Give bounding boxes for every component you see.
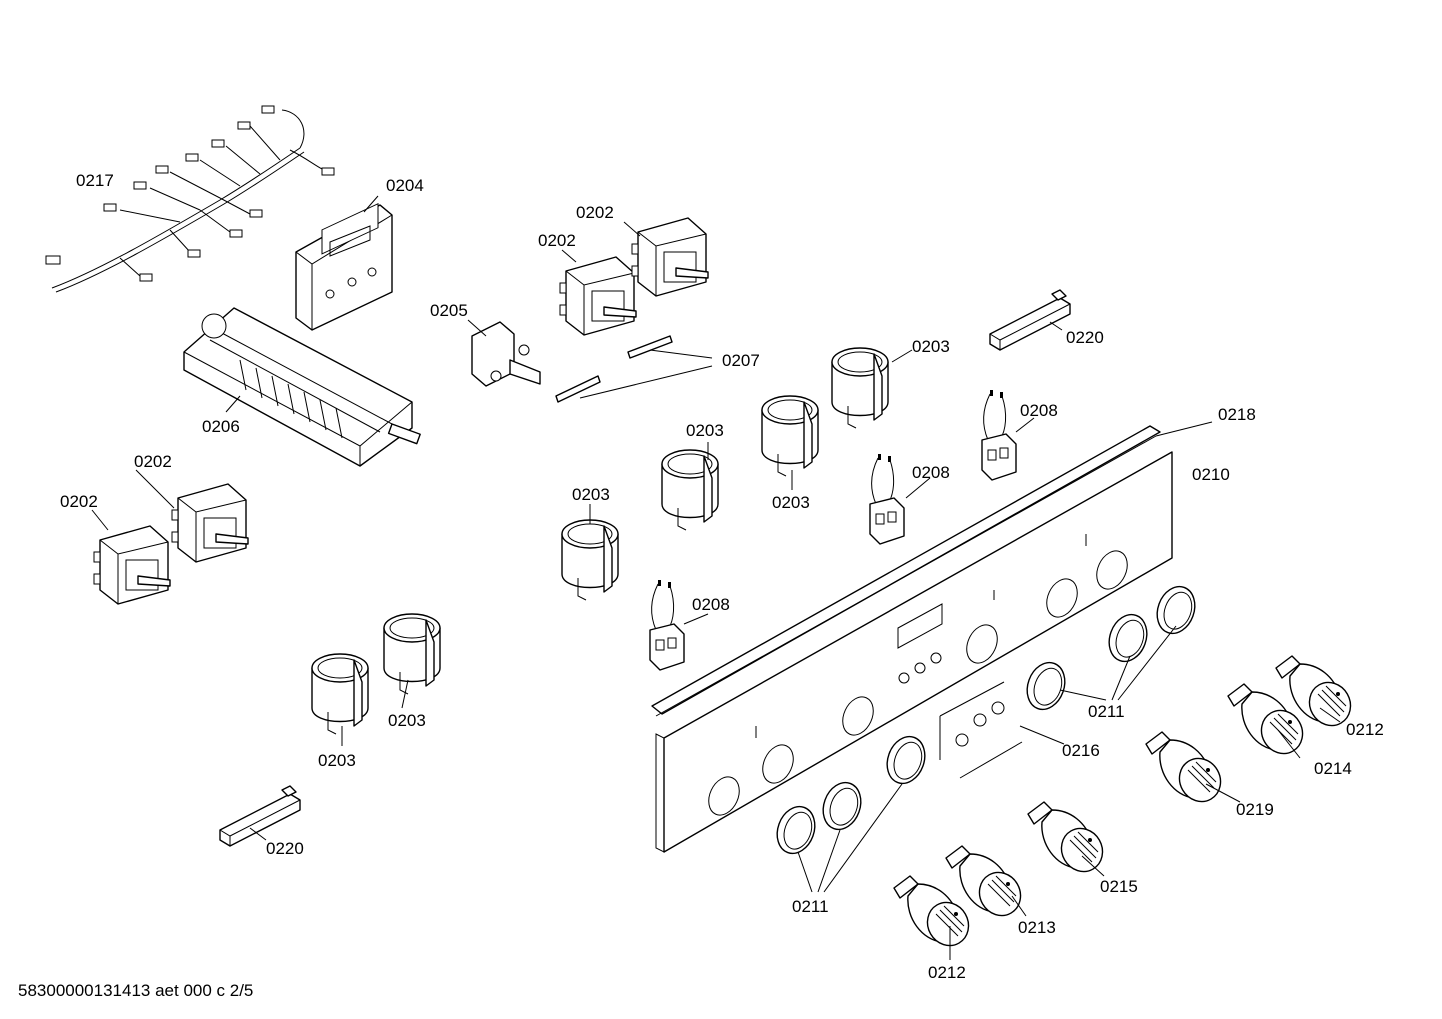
- label-0204: 0204: [386, 176, 424, 195]
- label-0218: 0218: [1218, 405, 1256, 424]
- label-0202-a: 0202: [576, 203, 614, 222]
- label-0211-b: 0211: [792, 897, 829, 916]
- label-0203-b: 0203: [686, 421, 724, 440]
- label-0206: 0206: [202, 417, 240, 436]
- sensor-part-3: [649, 579, 685, 671]
- knob-part-4: [1027, 801, 1112, 880]
- control-panel-part: [655, 451, 1173, 853]
- knob-part-3: [1145, 731, 1230, 810]
- bushing-part-1: [831, 347, 889, 429]
- label-0217: 0217: [76, 171, 114, 190]
- label-0202-b: 0202: [538, 231, 576, 250]
- label-0220-b: 0220: [266, 839, 304, 858]
- bushing-part-2: [761, 395, 819, 477]
- bracket-part-1: [989, 289, 1071, 351]
- timer-module-part: [295, 203, 393, 331]
- label-0203-d: 0203: [572, 485, 610, 504]
- regulator-part-3: [171, 483, 249, 563]
- label-0215: 0215: [1100, 877, 1138, 896]
- label-0220-a: 0220: [1066, 328, 1104, 347]
- label-0203-e: 0203: [388, 711, 426, 730]
- label-0203-c: 0203: [772, 493, 810, 512]
- label-0208-a: 0208: [1020, 401, 1058, 420]
- regulator-part-2: [631, 217, 709, 297]
- ring-part-4: [880, 730, 932, 790]
- regulator-part-1: [559, 256, 637, 336]
- trim-strip-part: [651, 425, 1161, 717]
- label-0214: 0214: [1314, 759, 1352, 778]
- bushing-part-6: [311, 653, 369, 735]
- label-0211-a: 0211: [1088, 702, 1125, 721]
- tap-part: [471, 321, 541, 387]
- clip-part-1: [555, 375, 601, 403]
- ring-part-2: [1102, 608, 1154, 668]
- ring-part-1: [1020, 656, 1072, 716]
- label-0219: 0219: [1236, 800, 1274, 819]
- label-0208-c: 0208: [692, 595, 730, 614]
- label-0210: 0210: [1192, 465, 1230, 484]
- switch-bar-part: [183, 307, 421, 467]
- label-0203-a: 0203: [912, 337, 950, 356]
- bushing-part-4: [561, 519, 619, 601]
- label-0202-d: 0202: [60, 492, 98, 511]
- bracket-part-2: [219, 785, 301, 847]
- label-0213: 0213: [1018, 918, 1056, 937]
- ring-part-5: [770, 800, 822, 860]
- label-0202-c: 0202: [134, 452, 172, 471]
- ring-part-3: [1150, 580, 1202, 640]
- leader-lines: [91, 195, 1341, 960]
- document-id-footer: 58300000131413 aet 000 c 2/5: [18, 981, 254, 1000]
- sensor-part-1: [981, 389, 1017, 481]
- label-0207: 0207: [722, 351, 760, 370]
- sensor-part-2: [869, 453, 905, 545]
- label-0212-a: 0212: [1346, 720, 1384, 739]
- bushing-part-3: [661, 449, 719, 531]
- label-0212-b: 0212: [928, 963, 966, 982]
- bushing-part-5: [383, 613, 441, 695]
- part-labels: 0217 0204 0202 0202 0205 0206 0207 0203 …: [60, 171, 1384, 982]
- ring-part-6: [816, 776, 868, 836]
- wiring-harness-part: [45, 105, 335, 293]
- button-set-part: [939, 681, 1023, 779]
- label-0208-b: 0208: [912, 463, 950, 482]
- label-0205: 0205: [430, 301, 468, 320]
- label-0216: 0216: [1062, 741, 1100, 760]
- clip-part-2: [627, 335, 673, 359]
- label-0203-f: 0203: [318, 751, 356, 770]
- regulator-part-4: [93, 525, 171, 605]
